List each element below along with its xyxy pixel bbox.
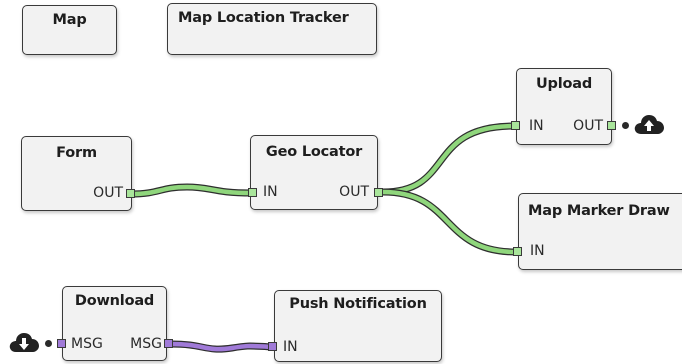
- node-map-location-tracker[interactable]: Map Location Tracker: [167, 3, 377, 55]
- edge-geo-to-upload-fill: [380, 123, 517, 195]
- port-label-in: IN: [530, 243, 545, 259]
- edge-geo-to-upload[interactable]: [379, 122, 518, 196]
- port-label-in: IN: [529, 118, 544, 134]
- upload-in-port[interactable]: [511, 121, 520, 130]
- edge-geo-to-marker[interactable]: [379, 188, 520, 256]
- node-geo-locator[interactable]: Geo Locator IN OUT: [250, 135, 378, 210]
- node-form[interactable]: Form OUT: [21, 136, 132, 211]
- port-label-in: IN: [263, 184, 278, 200]
- download-out-port[interactable]: [164, 339, 173, 348]
- node-download[interactable]: Download MSG MSG: [62, 286, 167, 361]
- port-label-in: IN: [283, 339, 298, 355]
- node-title: Map: [52, 12, 87, 28]
- form-out-port[interactable]: [126, 189, 135, 198]
- cloud-upload-icon[interactable]: [633, 112, 665, 136]
- edge-geo-to-marker-fill: [380, 189, 519, 255]
- node-map-marker-draw[interactable]: Map Marker Draw IN: [518, 193, 682, 270]
- node-title: Upload: [535, 76, 593, 92]
- edge-download-to-push[interactable]: [167, 340, 277, 353]
- marker-in-port[interactable]: [513, 247, 522, 256]
- node-map[interactable]: Map: [22, 5, 117, 55]
- port-label-out: OUT: [339, 184, 369, 200]
- edge-download-to-push-fill: [168, 341, 276, 352]
- node-title: Download: [74, 293, 155, 309]
- upload-external-dot: [622, 122, 629, 129]
- node-push-notification[interactable]: Push Notification IN: [274, 290, 442, 362]
- download-external-dot: [45, 340, 52, 347]
- upload-out-port[interactable]: [607, 121, 616, 130]
- push-in-port[interactable]: [268, 342, 277, 351]
- port-label-out: OUT: [93, 185, 123, 201]
- geo-in-port[interactable]: [248, 188, 257, 197]
- edge-form-to-geo-fill: [128, 184, 255, 197]
- port-label-in: MSG: [71, 336, 103, 352]
- cloud-download-icon[interactable]: [8, 330, 40, 354]
- geo-out-port[interactable]: [374, 188, 383, 197]
- port-label-out: OUT: [573, 118, 603, 134]
- node-title: Geo Locator: [265, 144, 363, 160]
- edge-form-to-geo[interactable]: [127, 183, 256, 198]
- download-in-port[interactable]: [57, 339, 66, 348]
- node-title: Form: [56, 145, 97, 161]
- node-title: Push Notification: [289, 296, 427, 312]
- node-title: Map Location Tracker: [178, 10, 349, 26]
- node-title: Map Marker Draw: [528, 203, 670, 219]
- node-upload[interactable]: Upload IN OUT: [516, 68, 612, 145]
- port-label-out: MSG: [130, 336, 162, 352]
